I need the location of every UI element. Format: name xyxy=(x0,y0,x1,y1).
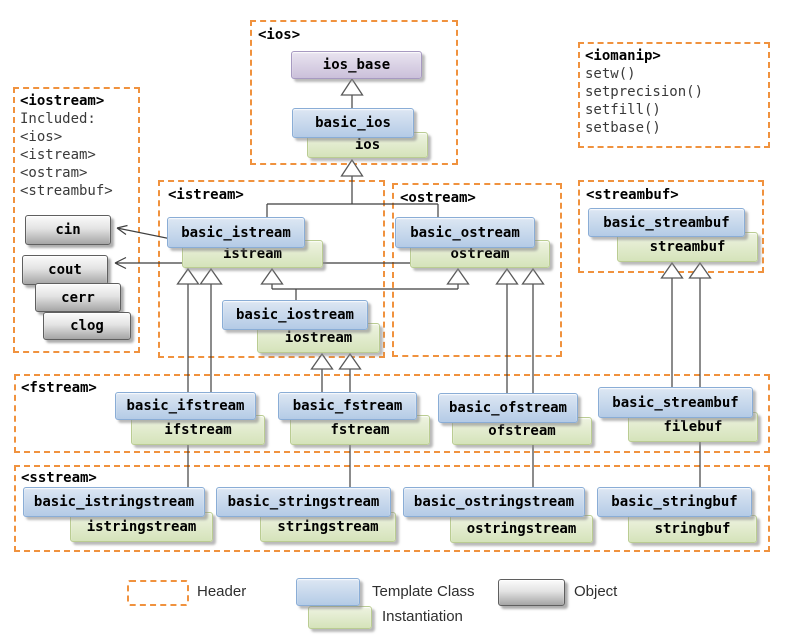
inst-box-stringstream: stringstream xyxy=(260,512,396,542)
iomanip-function-line: setprecision() xyxy=(585,84,704,100)
header-box-iomanip xyxy=(578,42,770,148)
legend-header-label: Header xyxy=(197,583,247,600)
triangle-under-istream-2 xyxy=(199,267,223,285)
class-box-basic_ostream: basic_ostream xyxy=(395,217,535,248)
iostream-included-line: Included: xyxy=(20,111,96,127)
header-box-ostream xyxy=(392,183,562,357)
header-label-iostream: <iostream> xyxy=(20,93,105,109)
legend-instantiation-swatch xyxy=(308,606,372,629)
class-box-basic_ofstream: basic_ofstream xyxy=(438,393,578,423)
iostream-included-line: <ios> xyxy=(20,129,63,145)
header-box-iostream xyxy=(13,87,140,353)
iomanip-header-content: <iomanip> setw() setprecision() setfill(… xyxy=(585,47,703,137)
legend-instantiation-label: Instantiation xyxy=(382,608,463,625)
class-box-basic_stringbuf: basic_stringbuf xyxy=(597,487,752,517)
triangle-under-streambuf-2 xyxy=(688,261,712,279)
iomanip-function-line: setw() xyxy=(585,66,636,82)
inst-box-fstream: fstream xyxy=(290,415,430,445)
header-box-istream xyxy=(158,180,385,358)
header-label-sstream: <sstream> xyxy=(21,470,97,486)
triangle-under-ostream-2 xyxy=(495,267,519,285)
triangle-under-streambuf-1 xyxy=(660,261,684,279)
triangle-under-iostream-1 xyxy=(310,352,334,370)
object-box-cin: cin xyxy=(25,215,111,245)
object-box-clog: clog xyxy=(43,312,131,340)
legend-header-swatch xyxy=(127,580,189,606)
class-box-basic_filebuf: basic_streambuf xyxy=(598,387,753,418)
class-box-basic_ios: basic_ios xyxy=(292,108,414,138)
inst-box-ostringstream: ostringstream xyxy=(450,515,593,543)
header-box-sstream xyxy=(14,465,770,552)
class-box-basic_stringstream: basic_stringstream xyxy=(216,487,391,517)
header-label-streambuf: <streambuf> xyxy=(586,187,679,203)
class-box-basic_istringstream: basic_istringstream xyxy=(23,487,205,517)
header-label-fstream: <fstream> xyxy=(21,380,97,396)
legend-template-label: Template Class xyxy=(372,583,475,600)
triangle-under-iostream-2 xyxy=(338,352,362,370)
class-box-ios_base: ios_base xyxy=(291,51,422,79)
header-label-ios: <ios> xyxy=(258,27,301,43)
object-box-cerr: cerr xyxy=(35,283,121,312)
triangle-under-istream-3 xyxy=(260,267,284,285)
inst-box-streambuf: streambuf xyxy=(617,232,758,262)
header-label-istream: <istream> xyxy=(168,187,244,203)
class-box-basic_ostringstream: basic_ostringstream xyxy=(403,487,585,517)
iostream-header-content: <iostream> Included: <ios> <istream> <os… xyxy=(20,92,113,200)
header-box-fstream xyxy=(14,374,770,453)
iostream-included-line: <streambuf> xyxy=(20,183,113,199)
inst-box-stringbuf: stringbuf xyxy=(628,515,757,543)
triangle-under-istream-1 xyxy=(176,267,200,285)
legend-object-swatch xyxy=(498,579,565,606)
iomanip-function-line: setbase() xyxy=(585,120,661,136)
class-box-basic_iostream: basic_iostream xyxy=(222,300,368,330)
header-label-iomanip: <iomanip> xyxy=(585,48,661,64)
arrow-streams-to-ios xyxy=(266,176,439,218)
legend-template-swatch xyxy=(296,578,360,606)
iomanip-function-line: setfill() xyxy=(585,102,661,118)
iostream-included-line: <istream> xyxy=(20,147,96,163)
arrow-iostream-to-streams xyxy=(271,284,459,301)
class-box-basic_fstream: basic_fstream xyxy=(278,392,417,420)
class-box-basic_streambuf: basic_streambuf xyxy=(588,208,745,237)
iostream-included-line: <ostram> xyxy=(20,165,88,181)
legend-object-label: Object xyxy=(574,583,618,600)
inst-box-ifstream: ifstream xyxy=(131,415,265,445)
class-box-basic_istream: basic_istream xyxy=(167,217,305,248)
class-box-basic_ifstream: basic_ifstream xyxy=(115,392,256,420)
triangle-under-ostream-3 xyxy=(521,267,545,285)
triangle-under-ostream-1 xyxy=(446,267,470,285)
triangle-under-ios xyxy=(340,158,364,177)
triangle-under-iosbase xyxy=(340,77,364,96)
header-label-ostream: <ostream> xyxy=(400,190,476,206)
object-box-cout: cout xyxy=(22,255,108,285)
